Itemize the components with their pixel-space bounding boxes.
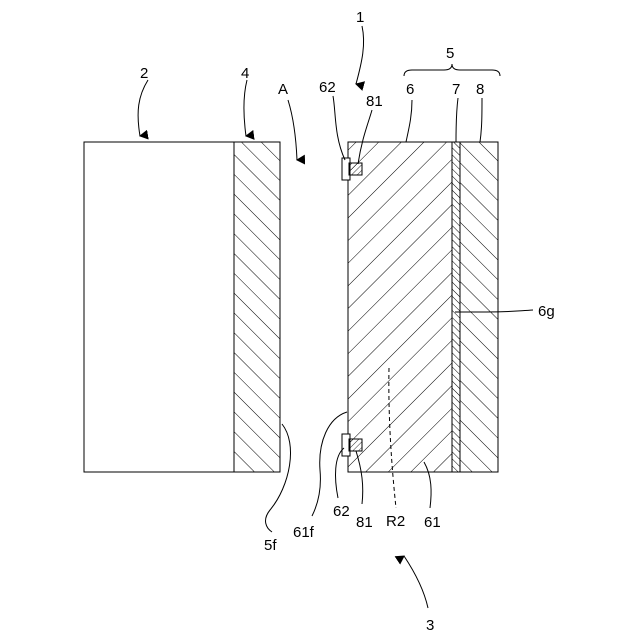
arrow-3: [404, 556, 428, 608]
label-6g: 6g: [538, 303, 555, 320]
layer-8-block: [460, 142, 498, 472]
label-3: 3: [426, 617, 434, 634]
label-7: 7: [452, 81, 460, 98]
layer-7-block: [452, 142, 460, 472]
label-6: 6: [406, 81, 414, 98]
leader-8: [480, 98, 482, 142]
label-81-top: 81: [366, 93, 383, 110]
arrow-2: [138, 80, 148, 136]
label-61: 61: [424, 514, 441, 531]
label-a: A: [278, 81, 288, 98]
arrow-4: [244, 80, 247, 136]
leader-62-top: [333, 96, 345, 160]
label-62-top: 62: [319, 79, 336, 96]
label-2: 2: [140, 65, 148, 82]
label-1: 1: [356, 9, 364, 26]
arrow-a: [288, 100, 297, 160]
leader-61f: [312, 412, 347, 516]
label-62-bottom: 62: [333, 503, 350, 520]
label-81-bottom: 81: [356, 514, 373, 531]
member-4-block: [234, 142, 280, 472]
label-5f: 5f: [264, 537, 277, 554]
arrow-1: [356, 26, 364, 84]
brace-5: [404, 64, 500, 76]
label-8: 8: [476, 81, 484, 98]
label-4: 4: [241, 65, 249, 82]
label-5: 5: [446, 45, 454, 62]
layer-6-block: [348, 142, 452, 472]
member-2-block: [84, 142, 234, 472]
label-r2: R2: [386, 513, 405, 530]
spacer-81-bottom: [349, 439, 362, 451]
leader-6: [406, 100, 412, 142]
spacer-81-top: [349, 163, 362, 175]
leader-7: [456, 98, 458, 142]
label-61f: 61f: [293, 524, 315, 541]
